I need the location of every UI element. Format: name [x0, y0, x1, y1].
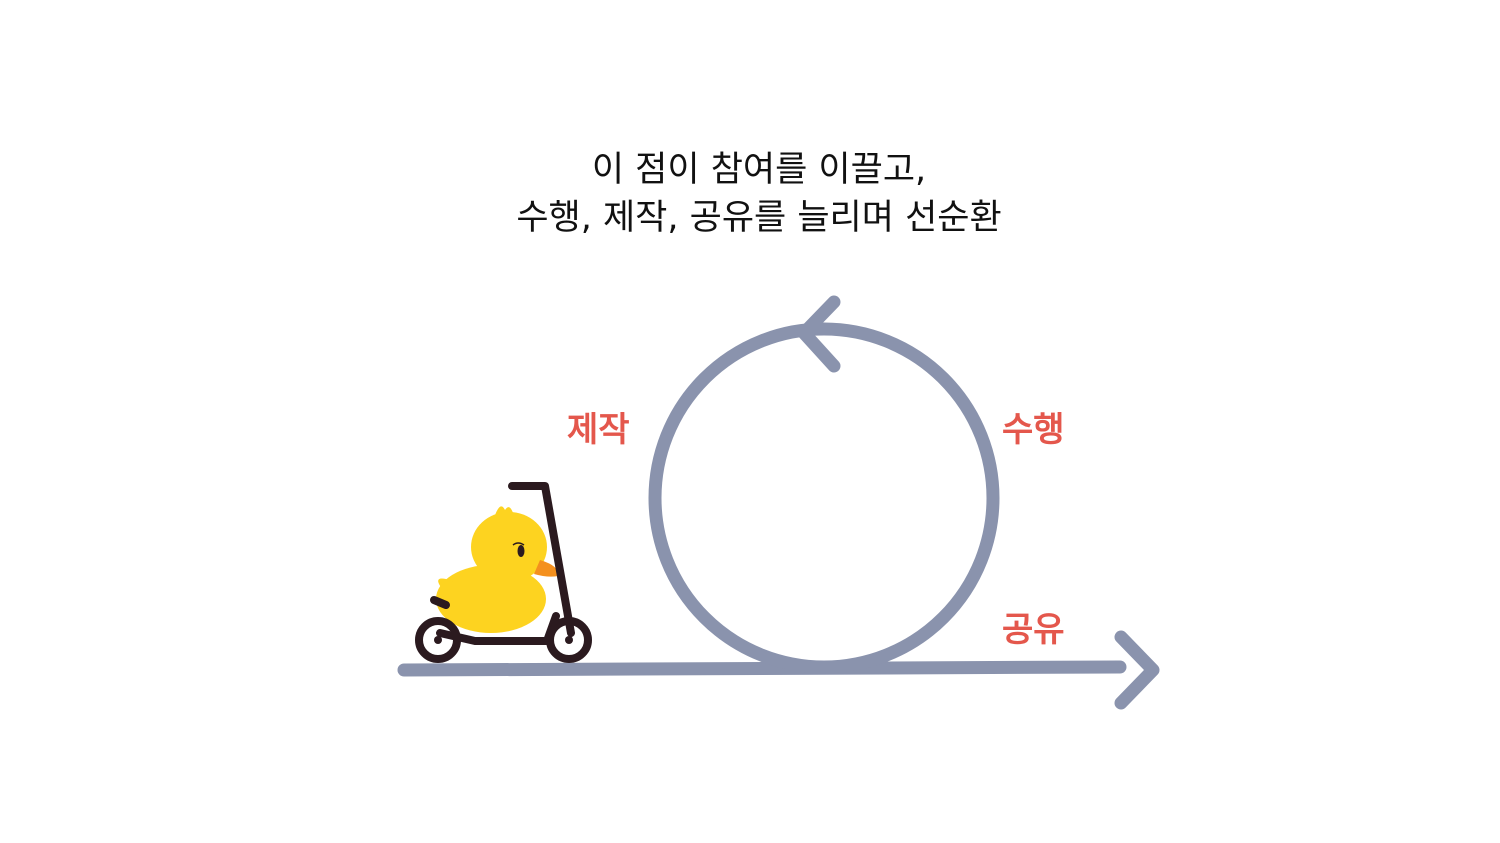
scooter-front-wheel — [546, 617, 592, 663]
title-line-1: 이 점이 참여를 이끌고, — [591, 150, 927, 190]
right-arrow-icon — [397, 630, 1160, 710]
arrow-shaft — [397, 660, 1127, 677]
duck — [436, 506, 559, 633]
arrow-head — [1114, 630, 1160, 710]
label-do: 수행 — [1002, 410, 1065, 450]
scooter-handlebar-stem — [508, 482, 575, 637]
duck-tuft — [494, 506, 514, 518]
title-line-2: 수행, 제작, 공유를 늘리며 선순환 — [516, 198, 1002, 238]
duck-head — [471, 512, 547, 582]
loop-circle — [648, 322, 1000, 674]
circular-arrow-icon — [648, 295, 1000, 674]
loop-arrow-head — [797, 295, 841, 373]
duck-eyelid — [512, 542, 525, 546]
slide-title: 이 점이 참여를 이끌고, 수행, 제작, 공유를 늘리며 선순환 — [0, 146, 1500, 242]
scooter-rear-wheel — [415, 617, 461, 663]
duck-body — [436, 565, 546, 633]
label-share: 공유 — [1002, 610, 1065, 650]
scooter-rear-fender — [430, 596, 450, 609]
duck-beak — [534, 560, 559, 577]
label-make: 제작 — [567, 410, 630, 450]
duck-tail — [438, 578, 460, 590]
duck-eye — [517, 545, 525, 557]
scooter — [415, 482, 592, 663]
duck-on-scooter-icon — [415, 482, 592, 663]
